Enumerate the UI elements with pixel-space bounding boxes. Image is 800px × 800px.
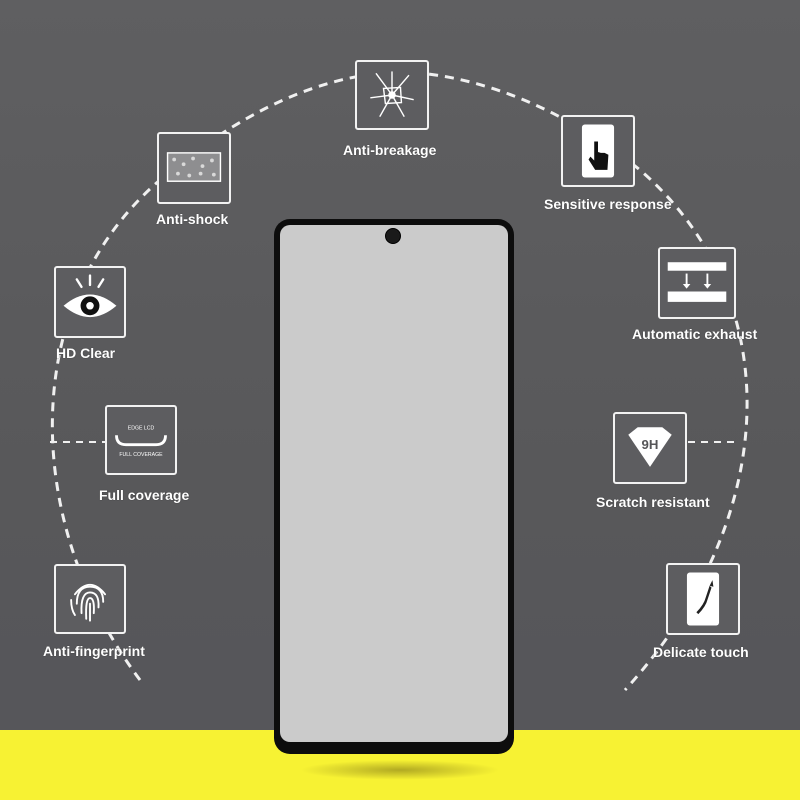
hardness-text: 9H: [642, 437, 659, 452]
cracked-glass-icon: [355, 60, 429, 130]
feature-label: Anti-fingerprint: [43, 643, 145, 659]
phone-with-screen-protector: [274, 219, 514, 754]
punch-hole-camera: [385, 228, 401, 244]
finger-touch-icon: [561, 115, 635, 187]
feature-label: Delicate touch: [653, 644, 749, 660]
phone-shadow: [300, 760, 500, 780]
badge-top-text: EDGE LCD: [128, 426, 155, 432]
diamond-9h-icon: 9H: [613, 412, 687, 484]
feature-label: Anti-shock: [156, 211, 229, 227]
layers-press-icon: [658, 247, 736, 319]
full-coverage-glass-icon: EDGE LCD FULL COVERAGE: [105, 405, 177, 475]
badge-bottom-text: FULL COVERAGE: [119, 452, 163, 458]
shock-absorbing-layer-icon: [157, 132, 231, 204]
feature-label: Automatic exhaust: [632, 326, 758, 342]
feature-label: Scratch resistant: [596, 494, 710, 510]
feature-label: HD Clear: [56, 345, 116, 361]
feature-label: Sensitive response: [544, 196, 672, 212]
phone-screen: [280, 225, 508, 742]
eye-icon: [54, 266, 126, 338]
feature-label: Anti-breakage: [343, 142, 437, 158]
stylus-touch-icon: [666, 563, 740, 635]
feature-label: Full coverage: [99, 487, 190, 503]
fingerprint-icon: [54, 564, 126, 634]
